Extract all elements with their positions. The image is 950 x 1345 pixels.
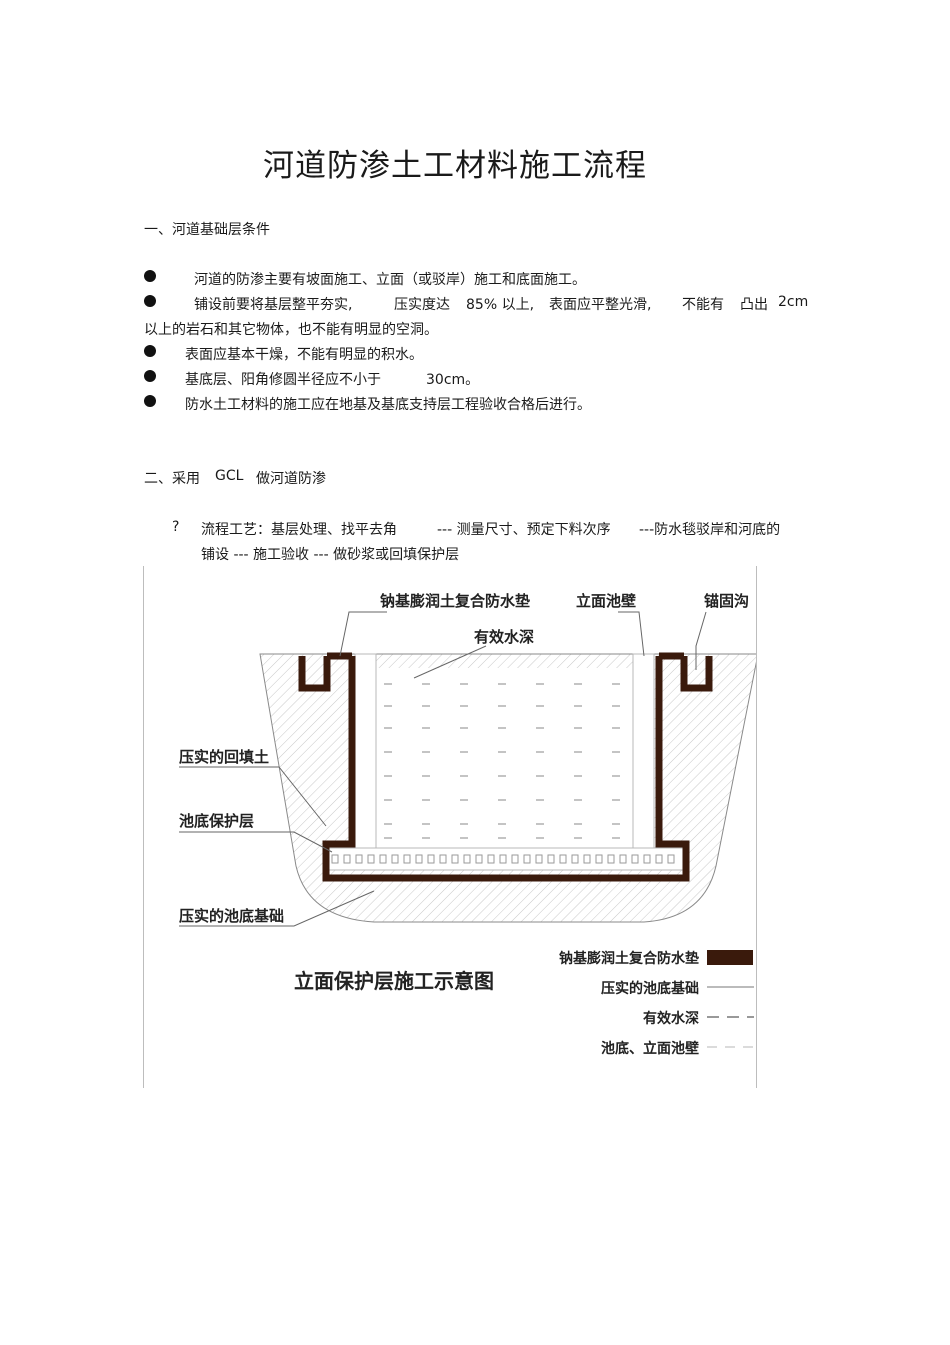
protect-layer-label: 池底保护层 (179, 812, 254, 830)
page-title: 河道防渗土工材料施工流程 (263, 148, 647, 184)
bullet-text: 压实度达 (394, 297, 450, 313)
left-wall (354, 653, 377, 853)
right-wall (632, 653, 655, 853)
bullet-continuation: 以上的岩石和其它物体，也不能有明显的空洞。 (144, 322, 438, 338)
bullet-item-4: 基底层、阳角修圆半径应不小于 30cm。 (144, 369, 479, 388)
bullet-dot-icon (144, 370, 156, 382)
legend-swatch-thick-bar (707, 950, 753, 965)
bullet-text: 铺设前要将基层整平夯实, (194, 297, 353, 313)
bullet-text: 河道的防渗主要有坡面施工、立面（或驳岸）施工和底面施工。 (194, 272, 586, 288)
bullet-item-5: 防水土工材料的施工应在地基及基底支持层工程验收合格后进行。 (144, 394, 591, 413)
bullet-item-3: 表面应基本干燥，不能有明显的积水。 (144, 344, 423, 363)
wall-label: 立面池壁 (576, 592, 636, 610)
foundation-label: 压实的池底基础 (179, 907, 284, 925)
bullet-text: 2cm (778, 294, 809, 310)
bullet-text: 30cm。 (426, 372, 480, 388)
legend: 钠基膨润土复合防水垫 压实的池底基础 有效水深 池底、立面池壁 (559, 950, 754, 1057)
anchor-trench-label: 锚固沟 (704, 592, 749, 610)
bullet-dot-icon (144, 295, 156, 307)
bottom-protect-blocks (331, 854, 675, 864)
leader-lines (179, 611, 707, 927)
bullet-text: 85% 以上, (466, 297, 535, 313)
water-region (361, 668, 637, 848)
bullet-text: 基底层、阳角修圆半径应不小于 (185, 372, 381, 388)
bullet-text: 表面应平整光滑, (549, 297, 652, 313)
legend-label-water: 有效水深 (643, 1010, 699, 1027)
gcl-label: 钠基膨润土复合防水垫 (380, 592, 530, 610)
construction-diagram: 钠基膨润土复合防水垫 立面池壁 锚固沟 有效水深 压实的回填土 池底保护层 压实… (143, 566, 759, 1088)
diagram-caption: 立面保护层施工示意图 (294, 969, 494, 993)
bullet-dot-icon (144, 270, 156, 282)
water-dashes (384, 683, 620, 839)
bullet-text: 表面应基本干燥，不能有明显的积水。 (185, 347, 423, 363)
bullet-text: 防水土工材料的施工应在地基及基底支持层工程验收合格后进行。 (185, 397, 591, 413)
bullet-text: 凸出 (740, 297, 768, 313)
bullet-dot-icon (144, 345, 156, 357)
process-line-2: 铺设 --- 施工验收 --- 做砂浆或回填保护层 (201, 547, 460, 563)
section1-heading: 一、河道基础层条件 (144, 222, 270, 238)
water-depth-label: 有效水深 (474, 628, 534, 646)
section2-heading: 二、采用 GCL 做河道防渗 (144, 468, 326, 487)
gcl-liner (298, 656, 713, 882)
legend-label-walls: 池底、立面池壁 (601, 1040, 699, 1057)
legend-label-gcl: 钠基膨润土复合防水垫 (559, 950, 699, 967)
backfill-label: 压实的回填土 (179, 748, 269, 766)
bullet-text: 不能有 (682, 297, 724, 313)
bullet-item-1: 河道的防渗主要有坡面施工、立面（或驳岸）施工和底面施工。 (144, 269, 586, 288)
question-mark-icon: ? (172, 519, 180, 535)
bullet-item-2: 铺设前要将基层整平夯实, 压实度达 85% 以上, 表面应平整光滑, 不能有 凸… (144, 294, 824, 313)
legend-label-foundation: 压实的池底基础 (601, 980, 699, 997)
process-line-1: ? 流程工艺：基层处理、找平去角 --- 测量尺寸、预定下料次序 ---防水毯驳… (172, 519, 781, 538)
bullet-dot-icon (144, 395, 156, 407)
